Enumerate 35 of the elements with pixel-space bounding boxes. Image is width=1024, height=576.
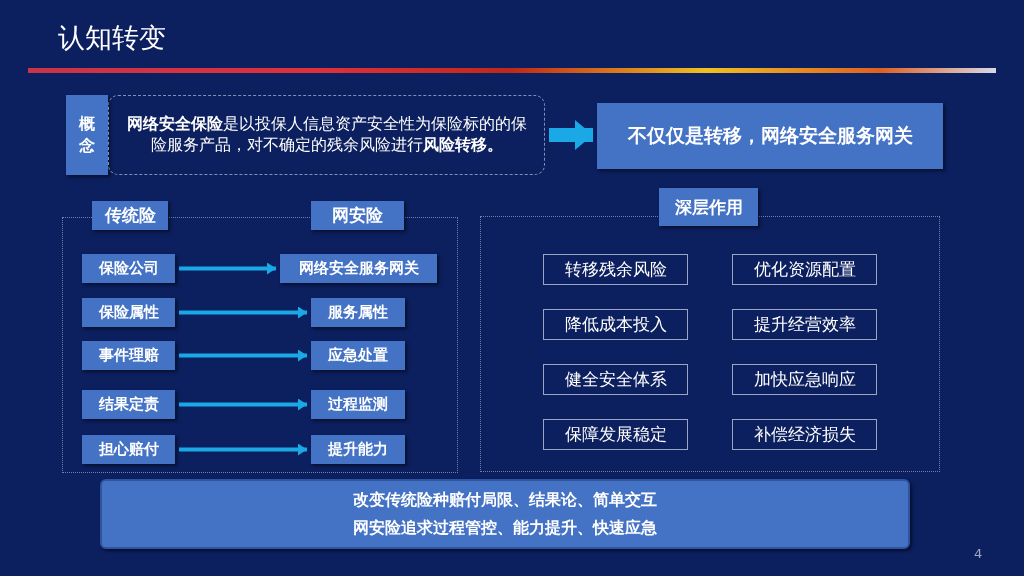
conclusion-box: 不仅仅是转移，网络安全服务网关: [597, 103, 943, 169]
banner-text: 网安险追求过程管控、能力提升、快速应急: [353, 517, 657, 539]
arrow: [179, 398, 307, 411]
scroll-banner: [100, 479, 910, 549]
label-box: 事件理赔: [82, 341, 175, 370]
concept-box: 网络安全保险是以投保人信息资产安全性为保险标的的保险服务产品，对不确定的残余风险进行风险转移。: [108, 95, 545, 175]
heading-box: 网安险: [311, 201, 404, 230]
arrow: [179, 443, 307, 456]
arrow: [549, 120, 593, 150]
outline-box: 加快应急响应: [732, 364, 877, 395]
outline-box: 降低成本投入: [543, 309, 688, 340]
label-box: 结果定责: [82, 390, 175, 419]
label-box: 保险属性: [82, 298, 175, 327]
label-box: 网络安全服务网关: [280, 254, 437, 283]
label-box: 过程监测: [311, 390, 405, 419]
tab-label: 概念: [66, 95, 108, 175]
banner-text: 改变传统险种赔付局限、结果论、简单交互: [353, 489, 657, 511]
outline-box: 补偿经济损失: [732, 419, 877, 450]
label-box: 担心赔付: [82, 435, 175, 464]
outline-box: 优化资源配置: [732, 254, 877, 285]
label-box: 提升能力: [311, 435, 405, 464]
arrow: [179, 262, 276, 275]
arrow: [179, 349, 307, 362]
outline-box: 转移残余风险: [543, 254, 688, 285]
slide-title: 认知转变: [58, 21, 166, 55]
heading-box: 深层作用: [659, 188, 758, 226]
label-box: 服务属性: [311, 298, 405, 327]
label-box: 应急处置: [311, 341, 405, 370]
outline-box: 提升经营效率: [732, 309, 877, 340]
page-number: 4: [974, 546, 983, 561]
arrow: [179, 306, 307, 319]
outline-box: 保障发展稳定: [543, 419, 688, 450]
outline-box: 健全安全体系: [543, 364, 688, 395]
heading-box: 传统险: [92, 201, 168, 230]
label-box: 保险公司: [82, 254, 175, 283]
